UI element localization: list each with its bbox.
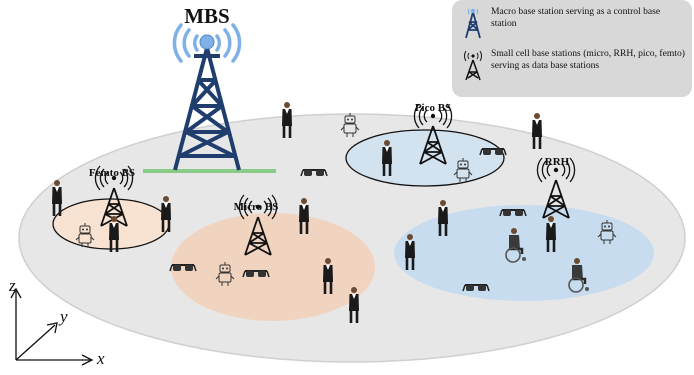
pico-zone bbox=[345, 129, 505, 187]
macro-tower-icon bbox=[143, 23, 276, 173]
rrh-zone bbox=[394, 205, 654, 301]
rrh-label: RRH bbox=[545, 156, 570, 168]
femto-label: Femto BS bbox=[89, 167, 135, 179]
mbs-title: MBS bbox=[184, 4, 230, 28]
z-axis-label: z bbox=[8, 276, 16, 295]
small-cell-tower-icon bbox=[464, 50, 482, 81]
legend-macro-row: Macro base station serving as a control … bbox=[460, 6, 688, 40]
x-axis-label: x bbox=[96, 349, 105, 368]
legend-small-row: Small cell base stations (micro, RRH, pi… bbox=[460, 48, 688, 82]
micro-zone bbox=[171, 213, 375, 321]
y-axis-label: y bbox=[58, 307, 68, 326]
legend-box: Macro base station serving as a control … bbox=[452, 0, 692, 97]
micro-label: Micro BS bbox=[234, 201, 279, 213]
pico-label: Pico BS bbox=[415, 102, 451, 114]
legend-macro-text: Macro base station serving as a control … bbox=[491, 6, 661, 29]
macro-tower-icon bbox=[465, 8, 481, 39]
legend-small-text: Small cell base stations (micro, RRH, pi… bbox=[491, 48, 685, 71]
axes: z y x bbox=[8, 276, 105, 368]
